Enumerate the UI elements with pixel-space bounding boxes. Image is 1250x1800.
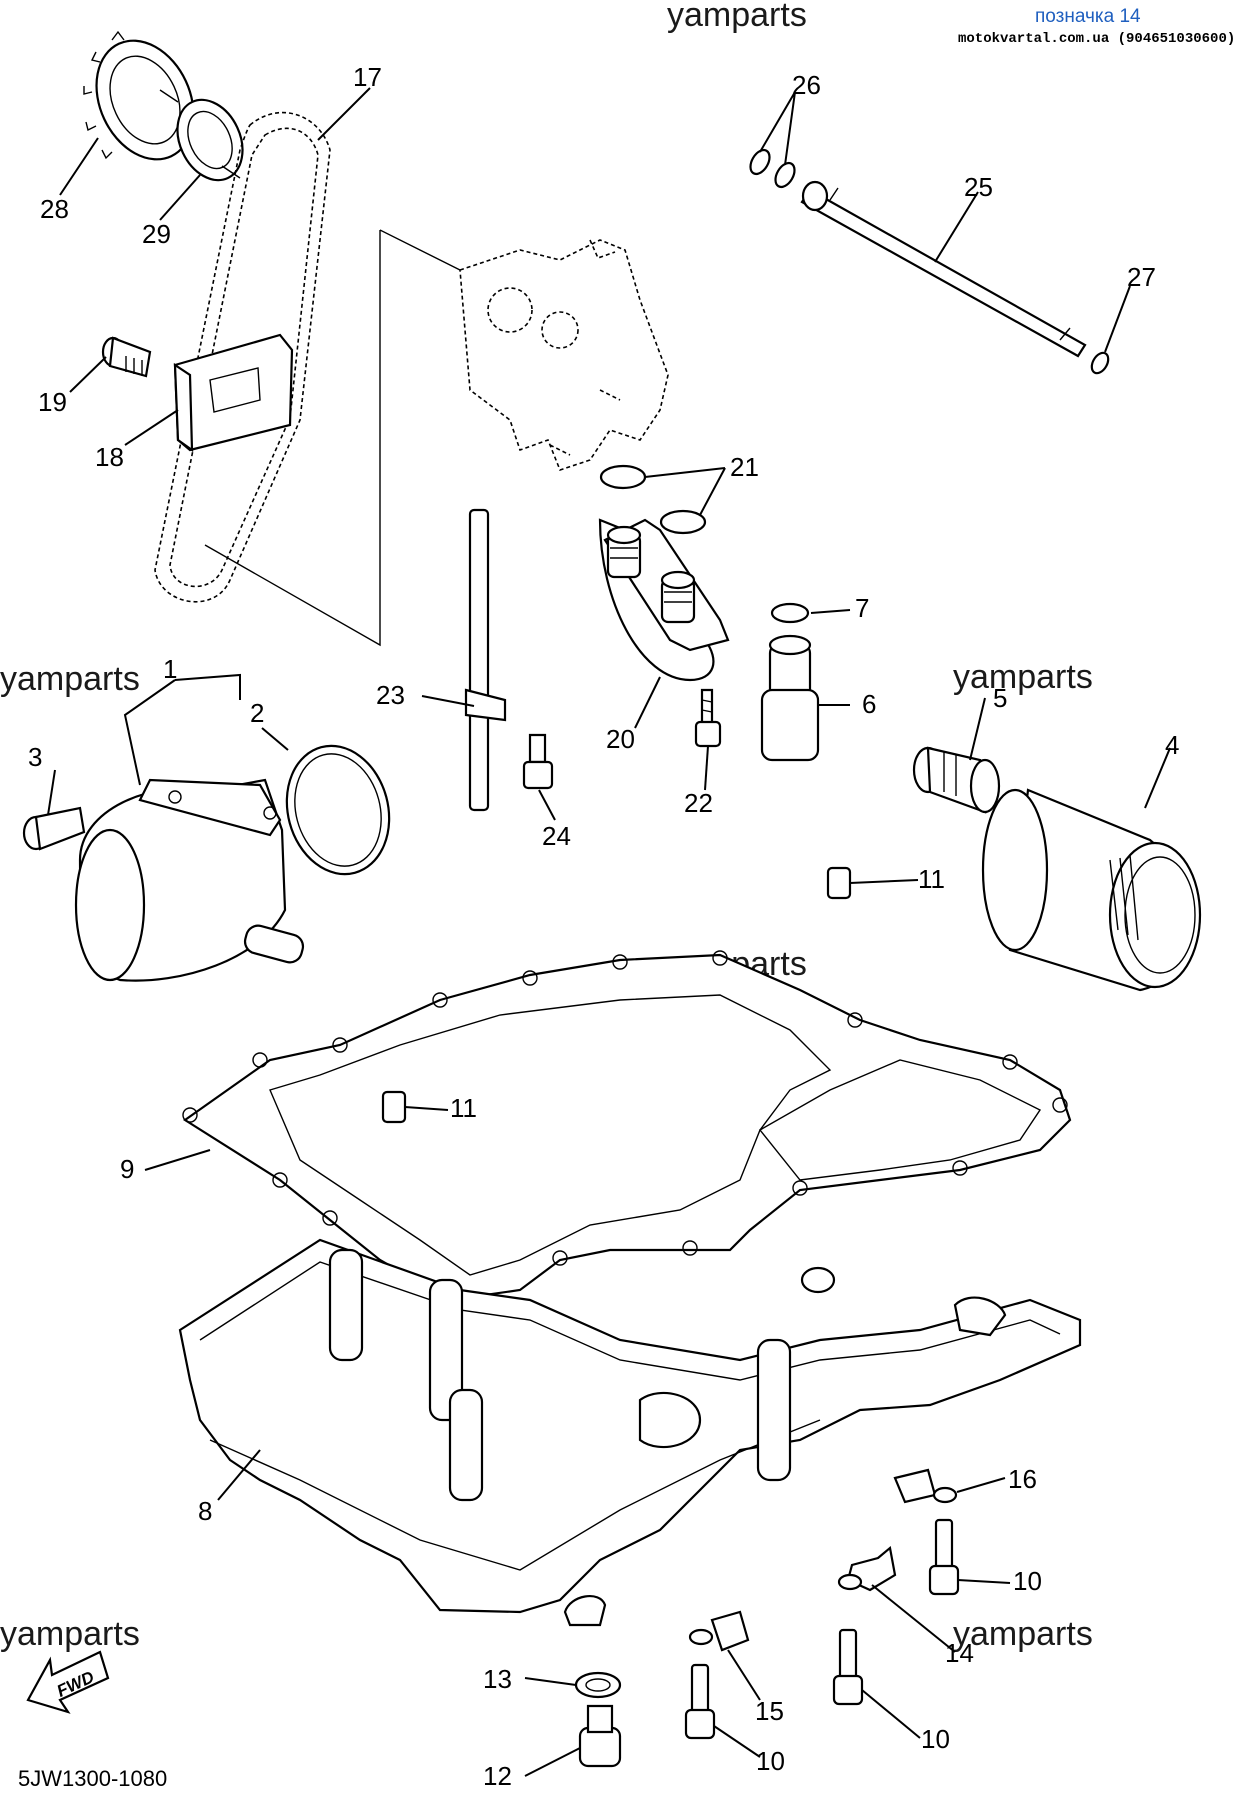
callout-26: 26 <box>792 70 821 100</box>
pipe-bolt-part <box>694 688 722 748</box>
callout-20: 20 <box>606 724 635 754</box>
callout-7: 7 <box>855 593 869 623</box>
drive-sprocket-part <box>83 30 195 161</box>
relief-valve-o-ring <box>770 602 810 624</box>
drain-washer-part <box>574 1671 622 1699</box>
watermark: yamparts <box>953 658 1093 696</box>
drain-plug-part <box>578 1704 622 1768</box>
oil-filter-part <box>981 788 1202 992</box>
pump-shaft-part <box>800 180 1087 358</box>
callout-11: 11 <box>450 1093 477 1123</box>
callout-19: 19 <box>38 387 67 417</box>
callout-9: 9 <box>120 1154 134 1184</box>
strainer-rod-part <box>464 508 507 812</box>
callout-23: 23 <box>376 680 405 710</box>
callout-16: 16 <box>1008 1464 1037 1494</box>
watermark: yamparts <box>0 1615 140 1653</box>
callout-18: 18 <box>95 442 124 472</box>
cooler-bolt-part <box>22 806 86 851</box>
bearing-part <box>159 89 244 182</box>
strainer-bolt-part <box>522 733 554 790</box>
watermark: yamparts <box>0 660 140 698</box>
clip-bracket <box>893 1468 958 1504</box>
relief-valve-part <box>760 634 820 762</box>
forward-direction-arrow: FWD <box>26 1650 110 1714</box>
callout-24: 24 <box>542 821 571 851</box>
callout-10: 10 <box>756 1746 785 1776</box>
callout-15: 15 <box>755 1696 784 1726</box>
callout-2: 2 <box>250 698 264 728</box>
guide-bolt-part <box>101 336 152 378</box>
oil-pan-part <box>178 1238 1082 1627</box>
header-site: motokvartal.com.ua (904651030600) <box>958 31 1235 47</box>
callout-11: 11 <box>918 864 945 894</box>
callout-10: 10 <box>921 1724 950 1754</box>
callout-28: 28 <box>40 194 69 224</box>
oil-pump-reference <box>459 239 669 471</box>
callout-1: 1 <box>163 654 177 684</box>
callout-8: 8 <box>198 1496 212 1526</box>
callout-10: 10 <box>1013 1566 1042 1596</box>
callout-13: 13 <box>483 1664 512 1694</box>
callout-5: 5 <box>993 683 1007 713</box>
callout-14: 14 <box>945 1638 974 1668</box>
union-bolt-part <box>912 746 1001 814</box>
callout-17: 17 <box>353 62 382 92</box>
cooler-o-ring <box>285 744 391 876</box>
callout-3: 3 <box>28 742 42 772</box>
o-ring-part <box>749 148 1110 375</box>
callout-29: 29 <box>142 219 171 249</box>
leader-lines <box>47 87 1171 1777</box>
callout-12: 12 <box>483 1761 512 1791</box>
gasket-bolt-holes <box>182 950 1068 1305</box>
cable-guide-bracket <box>688 1610 750 1652</box>
watermark: yamparts <box>667 0 807 34</box>
watermark: yamparts <box>953 1615 1093 1653</box>
chain-guide-part <box>173 333 294 453</box>
oil-pipe-part <box>598 518 730 682</box>
oil-cooler-part <box>74 778 305 982</box>
assembly-reference-line <box>204 229 461 647</box>
diagram-code: 5JW1300-1080 <box>18 1766 167 1791</box>
callout-27: 27 <box>1127 262 1156 292</box>
callout-22: 22 <box>684 788 713 818</box>
callout-25: 25 <box>964 172 993 202</box>
oil-pump-drive-chain <box>154 111 331 603</box>
callout-4: 4 <box>1165 730 1179 760</box>
callout-21: 21 <box>730 452 759 482</box>
dowel-pin-part <box>381 866 852 1124</box>
hose-clamp-bracket <box>837 1545 897 1592</box>
callout-6: 6 <box>862 689 876 719</box>
header-title: позначка 14 <box>1035 6 1141 27</box>
